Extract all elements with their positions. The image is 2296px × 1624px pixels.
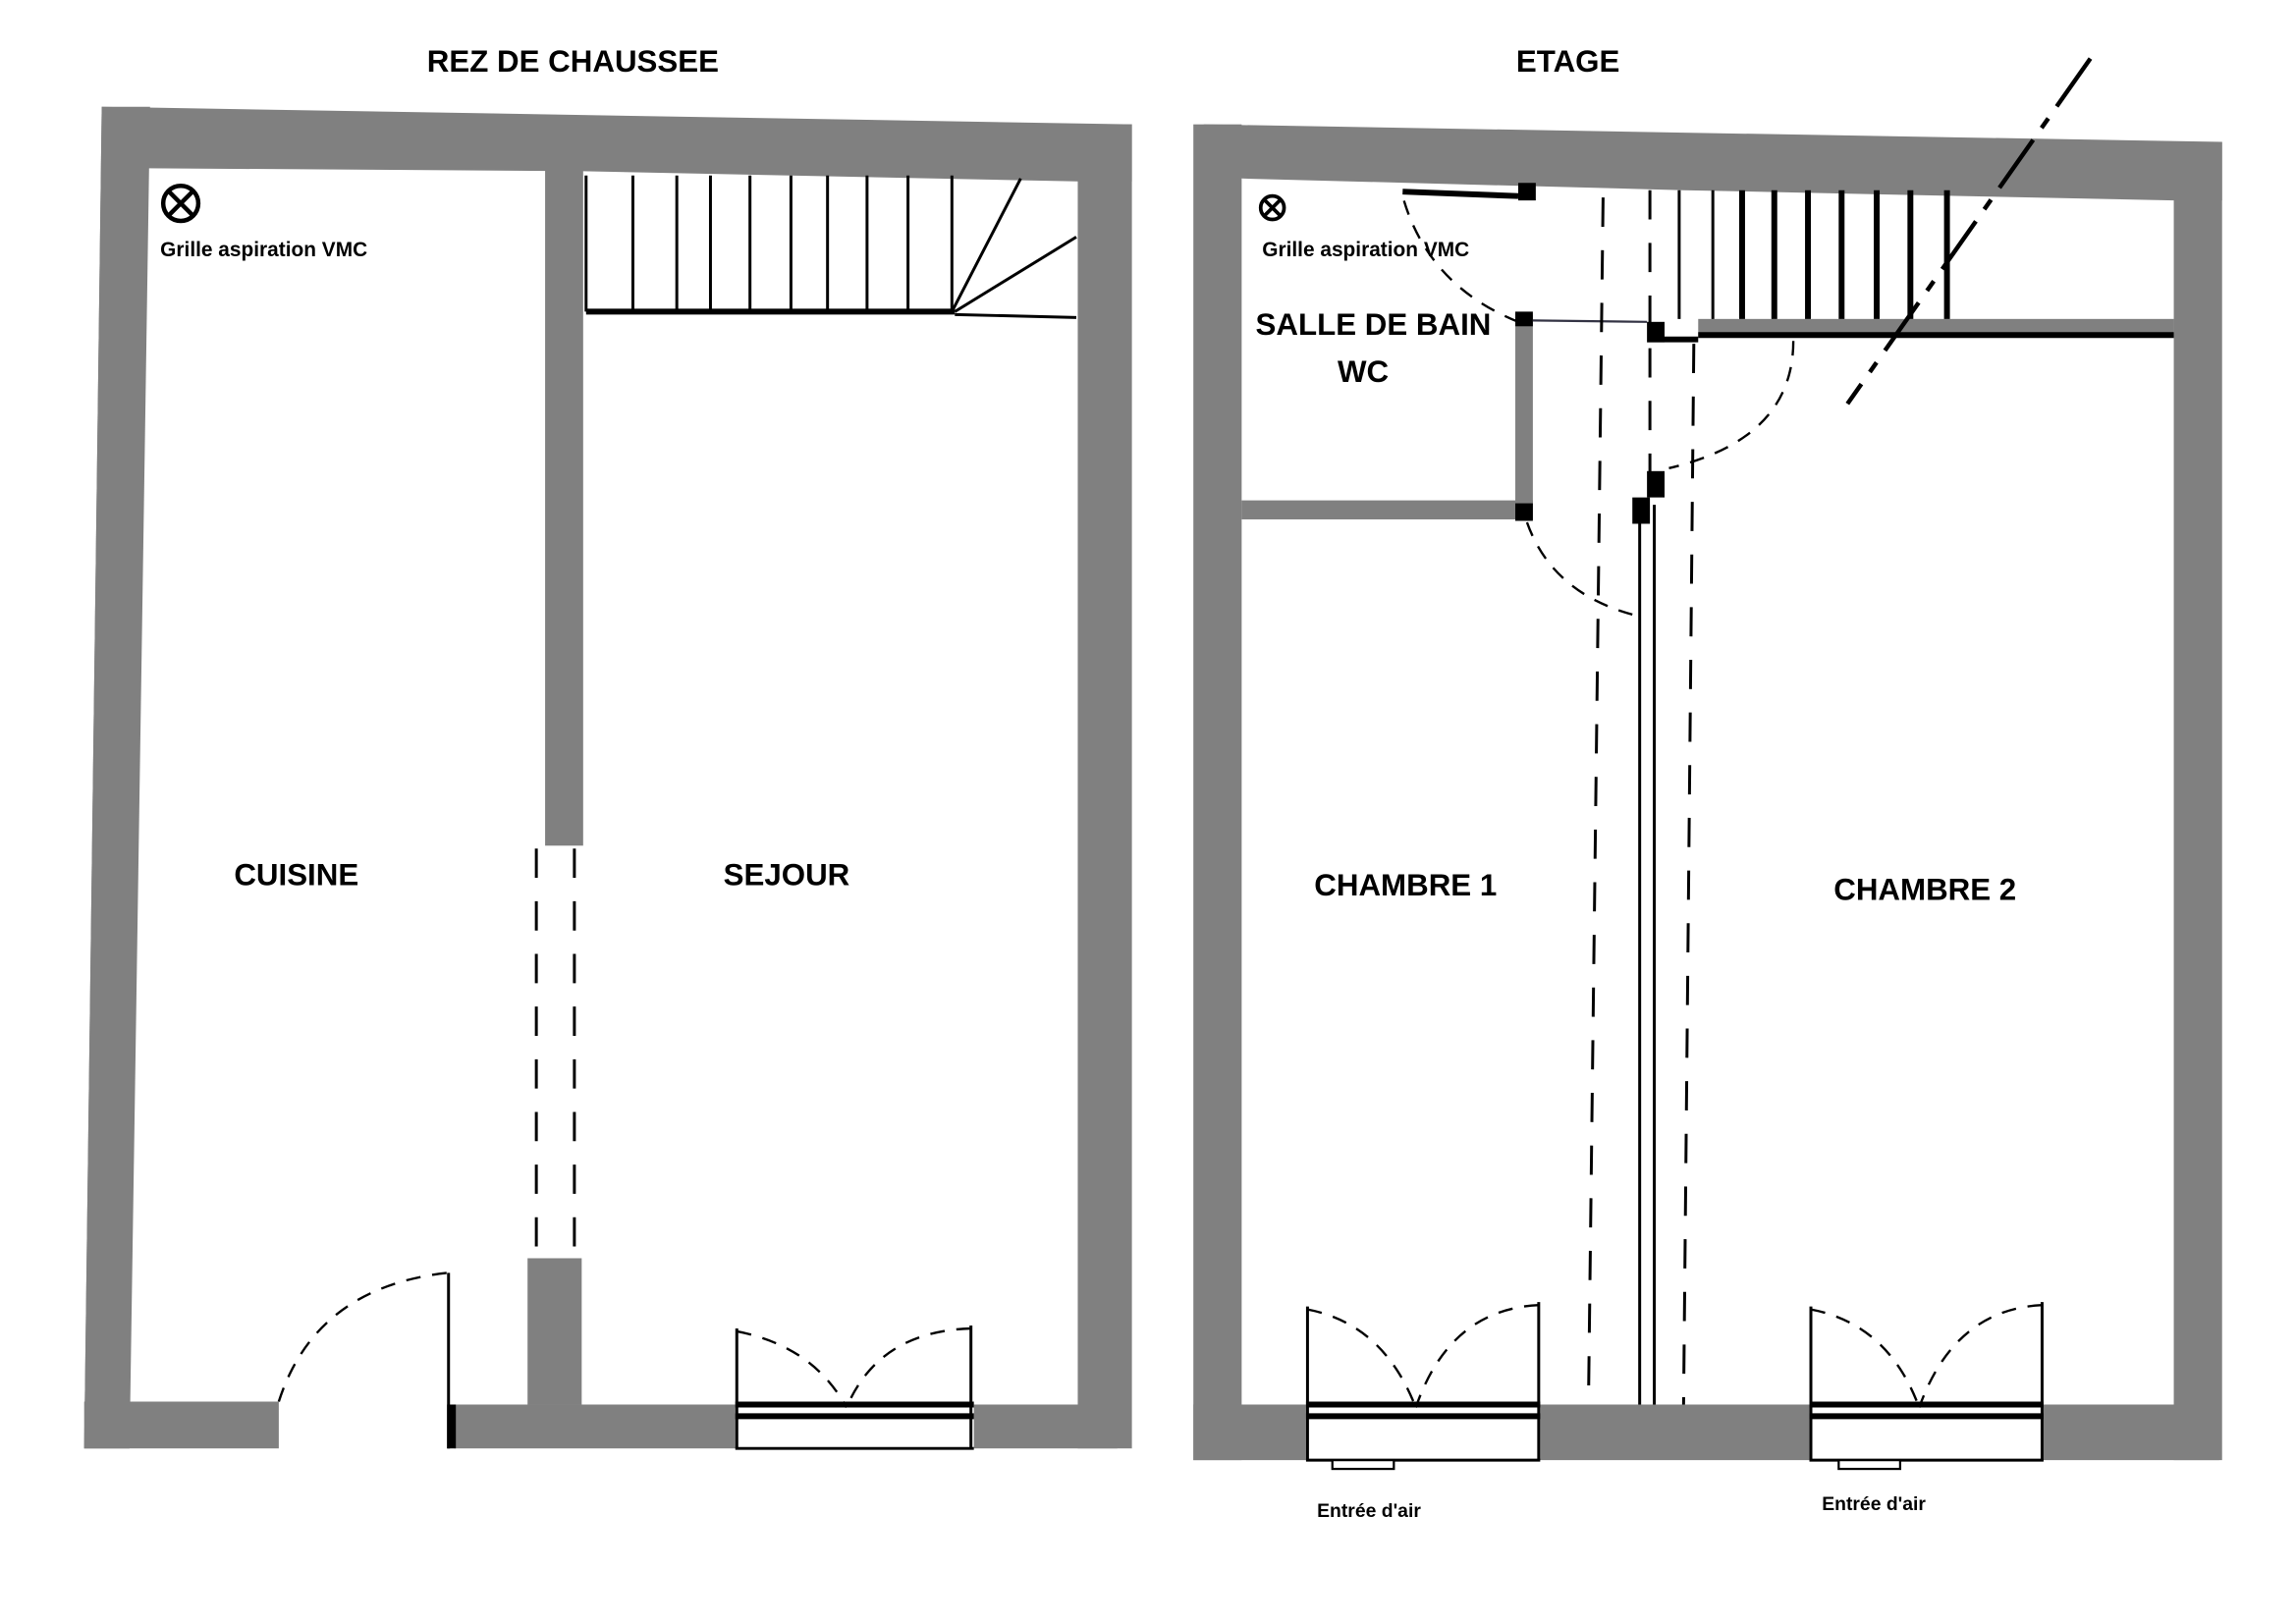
staircase <box>1677 189 1950 319</box>
left-wall <box>1193 124 1242 1461</box>
entrance-door <box>277 1272 457 1449</box>
door-swing-chambre1 <box>1525 521 1633 616</box>
vmc-grille-icon <box>1258 193 1286 222</box>
left-wall-body <box>83 106 150 1449</box>
room-label-chambre1: CHAMBRE 1 <box>1314 868 1497 902</box>
room-label-salle-de-bain: SALLE DE BAIN <box>1256 307 1492 342</box>
room-label-sejour: SEJOUR <box>724 858 850 893</box>
partition-dash-1 <box>1587 197 1605 1405</box>
room-label-chambre2: CHAMBRE 2 <box>1833 872 2016 906</box>
vmc-grille-icon <box>160 184 201 224</box>
bathroom-wall-vertical <box>1515 314 1533 519</box>
bottom-wall-left <box>83 1401 279 1449</box>
right-wall <box>1077 124 1132 1449</box>
bottom-wall-c <box>2043 1404 2219 1461</box>
right-wall <box>2173 141 2222 1461</box>
staircase <box>584 175 1077 319</box>
room-label-wc: WC <box>1338 354 1389 389</box>
upper-floor-title: ETAGE <box>1516 44 1619 79</box>
ground-floor-plan: REZ DE CHAUSSEE <box>83 44 1132 1450</box>
ground-floor-title: REZ DE CHAUSSEE <box>427 44 719 79</box>
bottom-wall-middle <box>454 1404 736 1449</box>
window-chambre1 <box>1305 1302 1541 1471</box>
air-inlet-label-2: Entrée d'air <box>1822 1493 1926 1515</box>
upper-floor-plan: ETAGE <box>1193 44 2222 1522</box>
interior-wall-upper <box>545 168 583 846</box>
door-swing-chambre2 <box>1668 341 1795 469</box>
vmc-label: Grille aspiration VMC <box>1262 239 1469 261</box>
bottom-wall-a <box>1193 1404 1306 1461</box>
partition-dash-3 <box>1681 344 1696 1405</box>
air-inlet-label-1: Entrée d'air <box>1317 1500 1421 1522</box>
top-wall <box>1203 124 2222 201</box>
room-label-cuisine: CUISINE <box>234 858 358 893</box>
bottom-wall-right <box>973 1404 1118 1449</box>
window-sejour <box>735 1326 974 1450</box>
interior-wall-lower <box>527 1258 582 1405</box>
window-chambre2 <box>1809 1302 2044 1471</box>
bathroom-wall-horizontal <box>1241 500 1533 519</box>
vmc-label: Grille aspiration VMC <box>160 239 367 261</box>
stair-cut-line <box>1845 57 2093 406</box>
top-wall <box>101 106 1132 182</box>
bottom-wall-b <box>1540 1404 1810 1461</box>
